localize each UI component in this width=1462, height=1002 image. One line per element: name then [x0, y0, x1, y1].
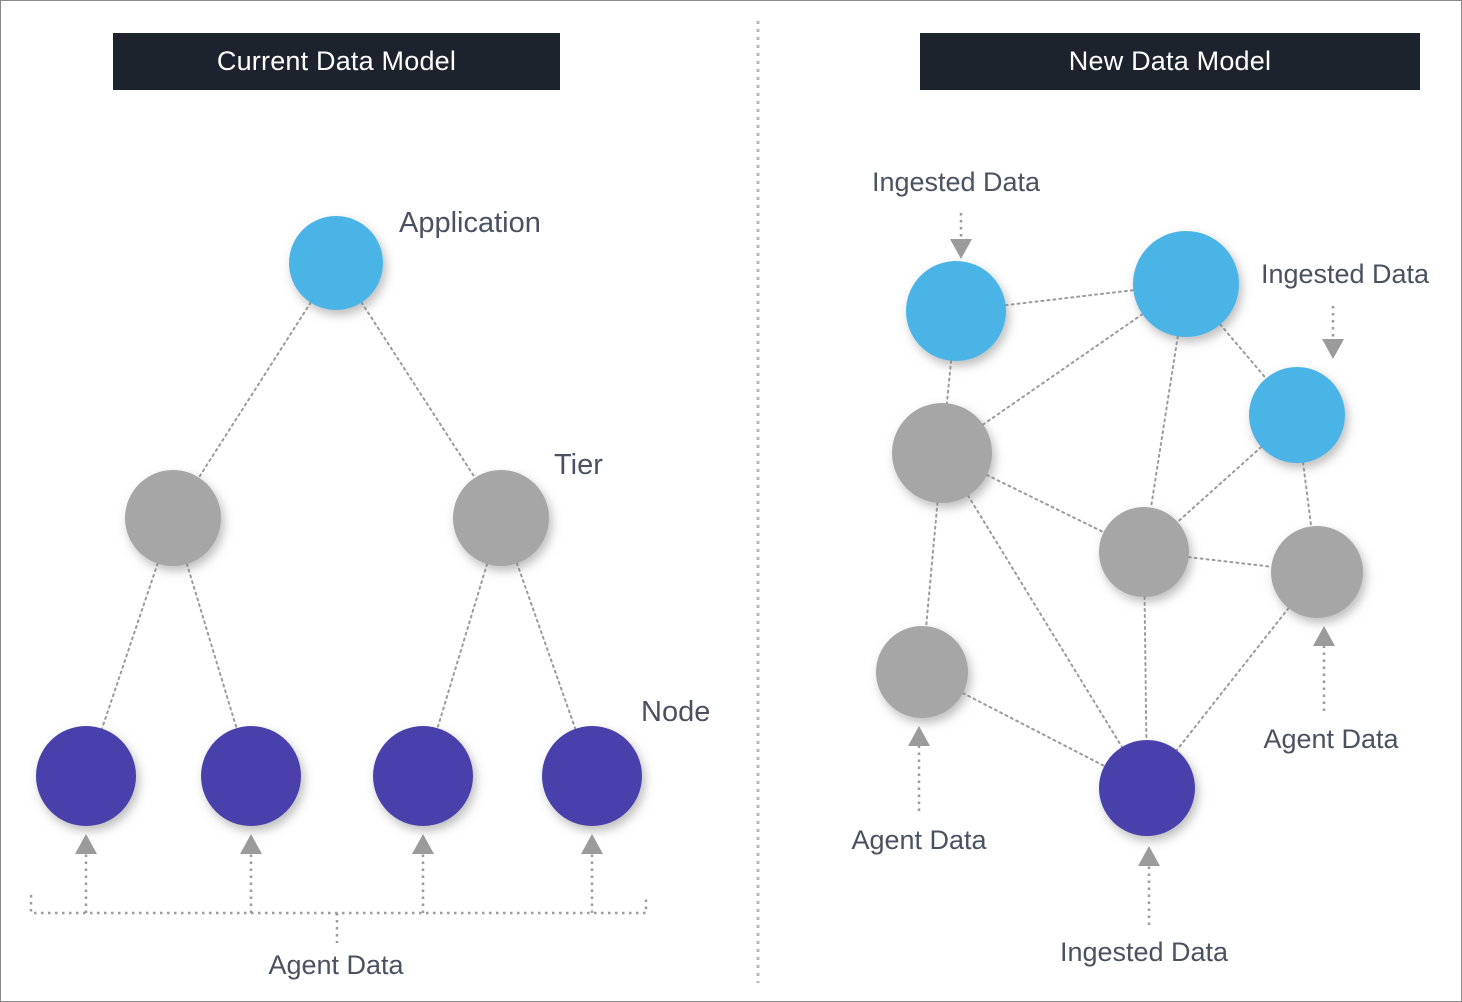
- right-node-node-p1[interactable]: [1099, 740, 1195, 836]
- right-edge-b3-g3: [1302, 461, 1313, 528]
- left-application-node-app[interactable]: [289, 216, 383, 310]
- left-edge-tier1-node1: [100, 562, 159, 730]
- left-edge-tier1-node2: [185, 562, 238, 730]
- right-tier-node-g2[interactable]: [1099, 507, 1189, 597]
- right-annotation-label-2: Agent Data: [1263, 724, 1399, 754]
- right-arrow-head-icon-1: [1322, 339, 1344, 359]
- left-edges-layer: [100, 301, 577, 730]
- right-edge-g4-p1: [961, 692, 1106, 768]
- right-application-node-b3[interactable]: [1249, 367, 1345, 463]
- left-annotation-layer: Agent Data: [29, 834, 648, 980]
- right-annotation-label-0: Ingested Data: [872, 167, 1041, 197]
- right-edge-g3-p1: [1175, 607, 1290, 752]
- panel-title-right: New Data Model: [920, 33, 1420, 90]
- left-legend-label-1: Tier: [554, 449, 603, 481]
- left-edge-app-tier2: [360, 301, 476, 479]
- right-edge-b1-b2: [1004, 289, 1135, 307]
- right-annotation-label-1: Ingested Data: [1261, 259, 1430, 289]
- left-node-node-node1[interactable]: [36, 726, 136, 826]
- right-tier-node-g1[interactable]: [892, 403, 992, 503]
- right-edge-g2-p1: [1143, 595, 1148, 742]
- right-annotation-label-4: Ingested Data: [1060, 937, 1229, 967]
- right-application-node-b2[interactable]: [1133, 231, 1239, 337]
- left-nodes-layer: [36, 216, 642, 826]
- right-tier-node-g4[interactable]: [876, 626, 968, 718]
- right-edge-g1-p1: [967, 494, 1123, 749]
- right-edge-b2-g2: [1149, 335, 1179, 509]
- panel-title-right-text: New Data Model: [1068, 46, 1272, 76]
- right-tier-node-g3[interactable]: [1271, 526, 1363, 618]
- panel-title-left: Current Data Model: [113, 33, 560, 90]
- right-edge-g1-g4: [925, 501, 939, 628]
- left-tier-node-tier1[interactable]: [125, 470, 221, 566]
- left-tier-node-tier2[interactable]: [453, 470, 549, 566]
- left-agent-data-bracket: [29, 895, 648, 915]
- left-edge-tier2-node3: [436, 562, 489, 730]
- right-arrow-head-icon-4: [1138, 846, 1160, 866]
- right-edge-b3-g2: [1176, 446, 1263, 523]
- left-node-node-node2[interactable]: [201, 726, 301, 826]
- right-nodes-layer: [876, 231, 1363, 836]
- right-edges-layer: [925, 289, 1313, 768]
- right-application-node-b1[interactable]: [906, 261, 1006, 361]
- right-arrow-head-icon-2: [1313, 626, 1335, 646]
- left-agent-arrow-head-icon-2: [412, 834, 434, 854]
- left-node-node-node4[interactable]: [542, 726, 642, 826]
- left-legend-label-2: Node: [641, 696, 710, 728]
- left-agent-arrow-head-icon-3: [581, 834, 603, 854]
- left-node-node-node3[interactable]: [373, 726, 473, 826]
- left-agent-arrow-head-icon-1: [240, 834, 262, 854]
- right-annotation-label-3: Agent Data: [851, 825, 987, 855]
- right-edge-g2-g3: [1187, 556, 1273, 568]
- right-edge-b1-g1: [945, 359, 953, 405]
- right-edge-g1-g2: [985, 474, 1105, 534]
- right-edge-b2-b3: [1219, 323, 1267, 380]
- left-edge-tier2-node4: [515, 562, 577, 730]
- left-legend-label-0: Application: [399, 207, 541, 239]
- right-arrow-head-icon-0: [950, 239, 972, 259]
- left-edge-app-tier1: [197, 301, 312, 479]
- left-agent-arrow-head-icon-0: [75, 834, 97, 854]
- right-arrow-head-icon-3: [908, 726, 930, 746]
- left-agent-data-label: Agent Data: [268, 950, 404, 980]
- right-edge-b2-g1: [982, 313, 1144, 426]
- panel-title-left-text: Current Data Model: [216, 46, 457, 76]
